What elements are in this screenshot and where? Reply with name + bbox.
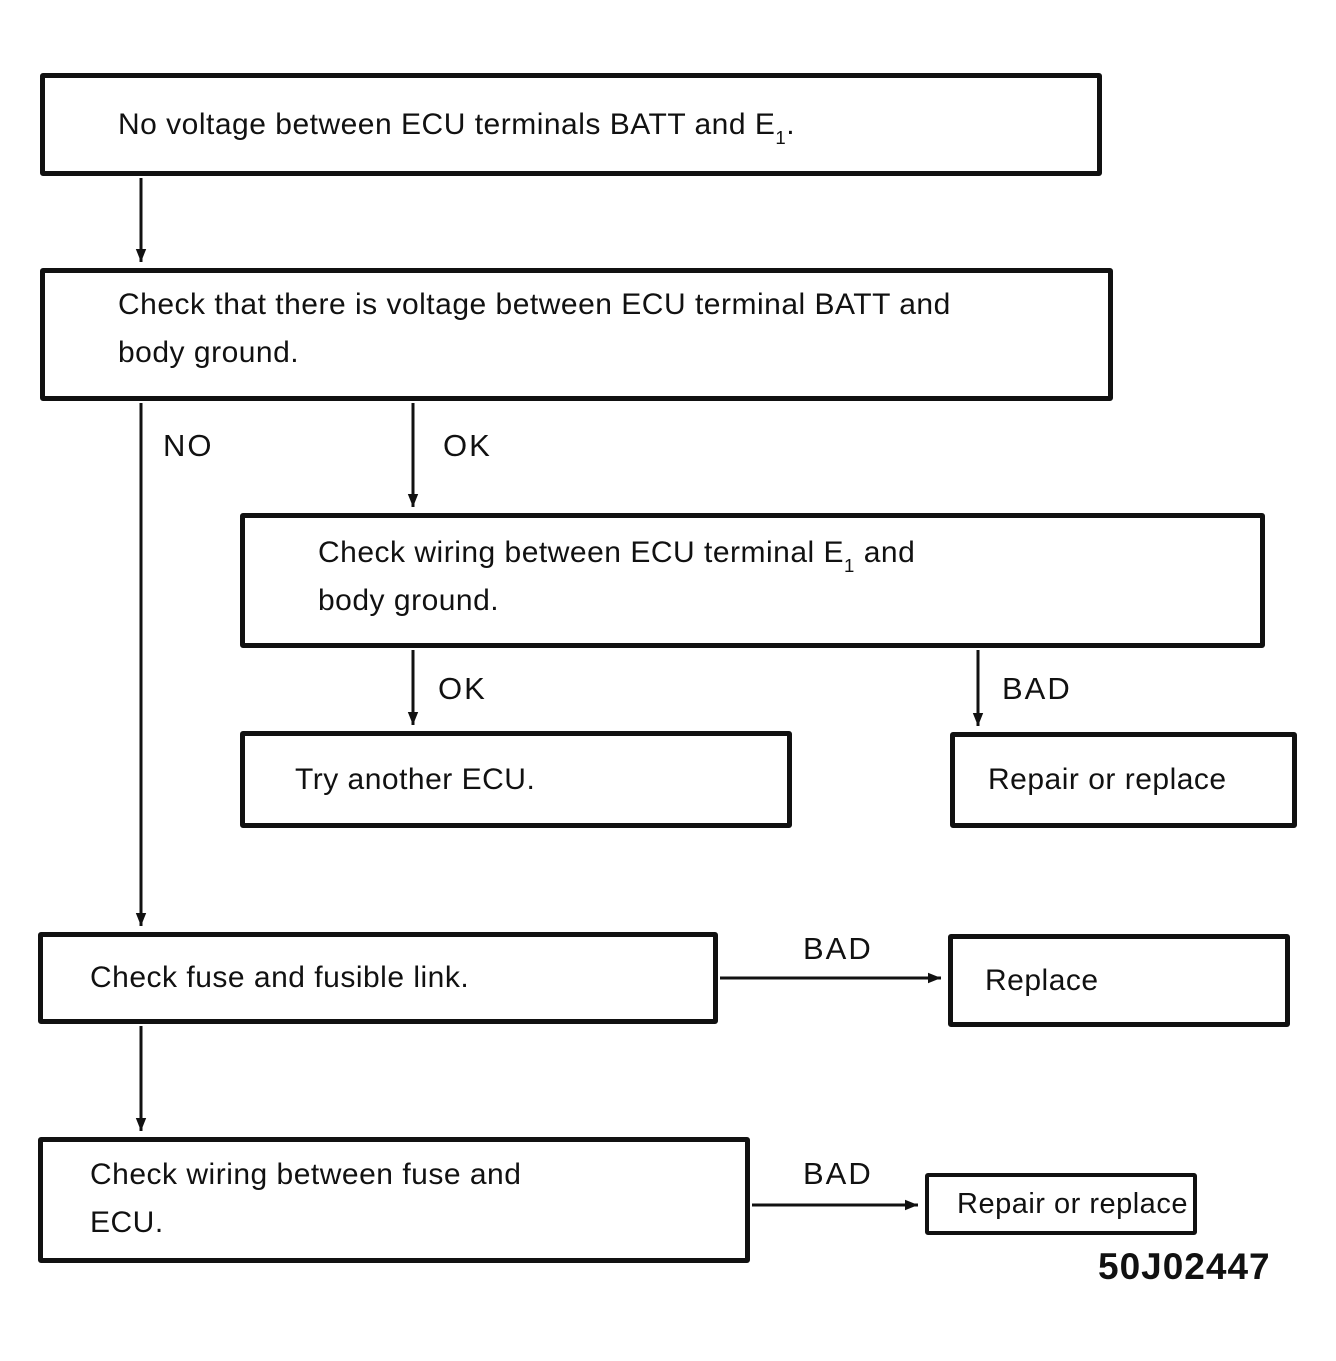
- node-check-wiring-e1-line1: Check wiring between ECU terminal E1 and: [318, 529, 1240, 577]
- node-try-another-ecu: Try another ECU.: [240, 731, 792, 828]
- node-no-voltage-text-sub: 1: [775, 126, 787, 148]
- node-replace-text: Replace: [985, 963, 1099, 997]
- node-check-batt-line2: body ground.: [118, 336, 300, 369]
- branch-label-ok-2: OK: [438, 671, 487, 706]
- node-check-fuse: Check fuse and fusible link.: [38, 932, 718, 1024]
- node-check-wiring-e1-line2: body ground.: [318, 584, 500, 617]
- branch-label-ok-1: OK: [443, 428, 492, 463]
- node-check-wiring-e1: Check wiring between ECU terminal E1 and…: [240, 513, 1265, 648]
- node-try-another-ecu-text: Try another ECU.: [295, 762, 536, 796]
- node-no-voltage-text-pre: No voltage between ECU terminals BATT an…: [118, 107, 776, 141]
- node-replace: Replace: [948, 934, 1290, 1027]
- node-check-batt-line1: Check that there is voltage between ECU …: [118, 288, 951, 321]
- node-check-wiring-e1-post: and: [854, 536, 916, 569]
- node-check-batt-voltage: Check that there is voltage between ECU …: [40, 268, 1113, 401]
- figure-code: 50J02447: [1098, 1246, 1271, 1287]
- node-check-wiring-fuse: Check wiring between fuse and ECU.: [38, 1137, 750, 1263]
- node-no-voltage-text-post: .: [786, 107, 796, 141]
- node-check-wiring-fuse-line1: Check wiring between fuse and: [90, 1158, 522, 1191]
- node-repair-or-replace-1: Repair or replace: [950, 732, 1297, 828]
- branch-label-no: NO: [163, 428, 214, 463]
- node-check-wiring-e1-sub: 1: [844, 555, 855, 577]
- node-check-wiring-fuse-line2: ECU.: [90, 1206, 164, 1239]
- node-no-voltage: No voltage between ECU terminals BATT an…: [40, 73, 1102, 176]
- node-repair-or-replace-2: Repair or replace: [925, 1173, 1197, 1235]
- branch-label-bad-3: BAD: [803, 1156, 873, 1191]
- branch-label-bad-1: BAD: [1002, 671, 1072, 706]
- node-check-fuse-text: Check fuse and fusible link.: [90, 961, 470, 994]
- node-repair-or-replace-2-text: Repair or replace: [957, 1188, 1188, 1220]
- node-repair-or-replace-1-text: Repair or replace: [988, 763, 1227, 796]
- node-check-wiring-e1-pre: Check wiring between ECU terminal E: [318, 536, 845, 569]
- branch-label-bad-2: BAD: [803, 931, 873, 966]
- node-no-voltage-text: No voltage between ECU terminals BATT an…: [118, 101, 795, 149]
